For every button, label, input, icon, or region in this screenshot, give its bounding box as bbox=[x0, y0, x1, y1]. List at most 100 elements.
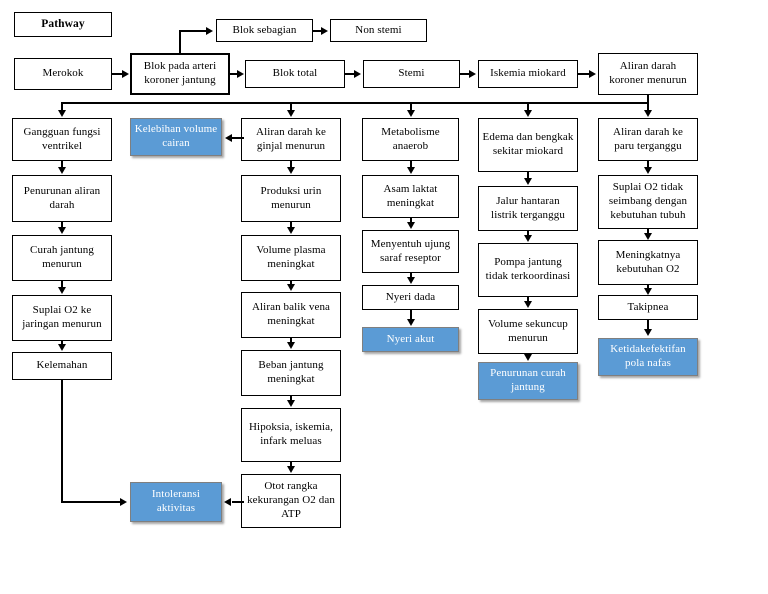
node-nyeri-akut-label: Nyeri akut bbox=[386, 332, 435, 345]
arrowhead-c4-3 bbox=[524, 301, 532, 308]
node-aliran-darah-ke-ginjal-menurun-label: Aliran darah ke ginjal menurun bbox=[256, 125, 326, 152]
node-pathway-title: Pathway bbox=[14, 12, 112, 37]
arrowhead-c2-3 bbox=[287, 284, 295, 291]
node-otot-rangka-kekurangan-o2-dan-atp: Otot rangka kekurangan O2 dan ATP bbox=[241, 474, 341, 528]
arrowhead-c4-1 bbox=[524, 178, 532, 185]
connector-c1-4 bbox=[61, 341, 63, 345]
connector-c5-2 bbox=[647, 229, 649, 234]
bus-drop-from-aliran-koroner bbox=[647, 95, 649, 103]
arrowhead-bus-col1 bbox=[58, 110, 66, 117]
node-suplai-o2-tidak-seimbang-label: Suplai O2 tidak seimbang dengan kebutuha… bbox=[608, 181, 688, 221]
node-nyeri-akut: Nyeri akut bbox=[362, 327, 459, 352]
connector-c2-5 bbox=[290, 396, 292, 401]
node-blok-total-label: Blok total bbox=[272, 67, 318, 80]
connector-c1-2 bbox=[61, 222, 63, 228]
connector-blok-sebagian-to-non-stemi bbox=[313, 30, 322, 32]
connector-to-blok-sebagian bbox=[179, 30, 207, 32]
arrowhead-blok-total-to-stemi bbox=[354, 69, 361, 78]
node-produksi-urin-menurun: Produksi urin menurun bbox=[241, 175, 341, 222]
connector-c5-1 bbox=[647, 161, 649, 168]
node-volume-sekuncup-menurun-label: Volume sekuncup menurun bbox=[488, 317, 568, 344]
node-takipnea: Takipnea bbox=[598, 295, 698, 320]
node-blok-pada-arteri-label: Blok pada arteri koroner jantung bbox=[143, 60, 217, 86]
node-penurunan-aliran-darah-label: Penurunan aliran darah bbox=[23, 184, 101, 211]
node-penurunan-curah-jantung-label: Penurunan curah jantung bbox=[490, 367, 566, 393]
connector-merokok-to-blok-arteri bbox=[112, 73, 123, 75]
node-merokok-label: Merokok bbox=[42, 67, 84, 80]
arrowhead-to-blok-sebagian bbox=[206, 26, 213, 35]
node-iskemia-miokard-label: Iskemia miokard bbox=[490, 67, 566, 80]
connector-stemi-to-iskemia bbox=[460, 73, 470, 75]
arrowhead-c3-4 bbox=[407, 319, 415, 326]
arrowhead-c1-2 bbox=[58, 227, 66, 234]
node-volume-plasma-meningkat-label: Volume plasma meningkat bbox=[256, 244, 326, 270]
node-suplai-o2-jaringan-menurun-label: Suplai O2 ke jaringan menurun bbox=[22, 304, 102, 330]
arrowhead-c1-1 bbox=[58, 167, 66, 174]
bus-drop-col1 bbox=[61, 102, 63, 111]
node-takipnea-label: Takipnea bbox=[627, 300, 669, 313]
node-edema-dan-bengkak-sekitar-miokard: Edema dan bengkak sekitar miokard bbox=[478, 118, 578, 172]
node-curah-jantung-menurun-label: Curah jantung menurun bbox=[30, 244, 94, 270]
node-blok-pada-arteri: Blok pada arteri koroner jantung bbox=[130, 53, 230, 95]
arrowhead-c1-4 bbox=[58, 344, 66, 351]
node-merokok: Merokok bbox=[14, 58, 112, 90]
node-penurunan-curah-jantung: Penurunan curah jantung bbox=[478, 362, 578, 400]
connector-otot-to-intoleransi bbox=[232, 501, 244, 504]
node-iskemia-miokard: Iskemia miokard bbox=[478, 60, 578, 88]
node-kelemahan: Kelemahan bbox=[12, 352, 112, 380]
arrowhead-blok-arteri-to-blok-total bbox=[237, 69, 244, 78]
arrowhead-iskemia-to-aliran-koroner bbox=[589, 69, 596, 78]
arrowhead-kelemahan-to-intoleransi bbox=[120, 498, 127, 506]
node-kelebihan-volume-cairan: Kelebihan volume cairan bbox=[130, 118, 222, 156]
node-volume-plasma-meningkat: Volume plasma meningkat bbox=[241, 235, 341, 281]
node-suplai-o2-jaringan-menurun: Suplai O2 ke jaringan menurun bbox=[12, 295, 112, 341]
arrowhead-c2-6 bbox=[287, 466, 295, 473]
node-aliran-darah-ke-ginjal-menurun: Aliran darah ke ginjal menurun bbox=[241, 118, 341, 161]
node-aliran-balik-vena-meningkat-label: Aliran balik vena meningkat bbox=[251, 301, 331, 327]
arrowhead-c2-2 bbox=[287, 227, 295, 234]
connector-blok-total-to-stemi bbox=[345, 73, 355, 75]
arrowhead-otot-to-intoleransi bbox=[224, 497, 231, 506]
connector-c2-4 bbox=[290, 338, 292, 343]
connector-c2-2 bbox=[290, 222, 292, 228]
node-gangguan-fungsi-ventrikel-label: Gangguan fungsi ventrikel bbox=[23, 125, 101, 152]
bus-drop-col2 bbox=[290, 102, 292, 111]
connector-iskemia-to-aliran-koroner bbox=[578, 73, 590, 75]
node-volume-sekuncup-menurun: Volume sekuncup menurun bbox=[478, 309, 578, 354]
arrowhead-c4-4 bbox=[524, 354, 532, 361]
node-nyeri-dada: Nyeri dada bbox=[362, 285, 459, 310]
node-nyeri-dada-label: Nyeri dada bbox=[385, 290, 436, 303]
node-aliran-darah-ke-paru-terganggu: Aliran darah ke paru terganggu bbox=[598, 118, 698, 161]
node-stemi: Stemi bbox=[363, 60, 460, 88]
node-aliran-darah-ke-paru-terganggu-label: Aliran darah ke paru terganggu bbox=[613, 125, 683, 152]
node-gangguan-fungsi-ventrikel: Gangguan fungsi ventrikel bbox=[12, 118, 112, 161]
node-aliran-darah-koroner-menurun-label: Aliran darah koroner menurun bbox=[609, 60, 687, 86]
bus-drop-col3 bbox=[410, 102, 412, 111]
node-intoleransi-aktivitas-label: Intoleransi aktivitas bbox=[151, 488, 201, 514]
connector-c4-3 bbox=[527, 297, 529, 302]
node-blok-total: Blok total bbox=[245, 60, 345, 88]
node-stemi-label: Stemi bbox=[398, 67, 425, 80]
node-pathway-title-label: Pathway bbox=[41, 18, 85, 31]
node-ketidakefektifan-pola-nafas-label: Ketidakefektifan pola nafas bbox=[610, 343, 686, 369]
node-hipoksia-iskemia-infark-meluas-label: Hipoksia, iskemia, infark meluas bbox=[249, 421, 333, 447]
connector-kelemahan-down bbox=[61, 380, 64, 503]
node-edema-dan-bengkak-sekitar-miokard-label: Edema dan bengkak sekitar miokard bbox=[482, 131, 574, 157]
node-pompa-jantung-tidak-terkoordinasi-label: Pompa jantung tidak terkoordinasi bbox=[485, 256, 571, 282]
arrowhead-stemi-to-iskemia bbox=[469, 69, 476, 78]
connector-c4-1 bbox=[527, 172, 529, 179]
arrowhead-c3-1 bbox=[407, 167, 415, 174]
bus-horizontal bbox=[61, 102, 648, 104]
connector-c2-6 bbox=[290, 462, 292, 467]
node-aliran-darah-koroner-menurun: Aliran darah koroner menurun bbox=[598, 53, 698, 95]
arrowhead-c3-2 bbox=[407, 222, 415, 229]
arrowhead-c2-1 bbox=[287, 167, 295, 174]
arrowhead-c5-1 bbox=[644, 167, 652, 174]
node-menyentuh-ujung-saraf-reseptor-label: Menyentuh ujung saraf reseptor bbox=[370, 237, 451, 264]
node-curah-jantung-menurun: Curah jantung menurun bbox=[12, 235, 112, 281]
connector-c1-3 bbox=[61, 281, 63, 288]
node-intoleransi-aktivitas: Intoleransi aktivitas bbox=[130, 482, 222, 522]
arrowhead-c5-2 bbox=[644, 233, 652, 240]
node-penurunan-aliran-darah: Penurunan aliran darah bbox=[12, 175, 112, 222]
